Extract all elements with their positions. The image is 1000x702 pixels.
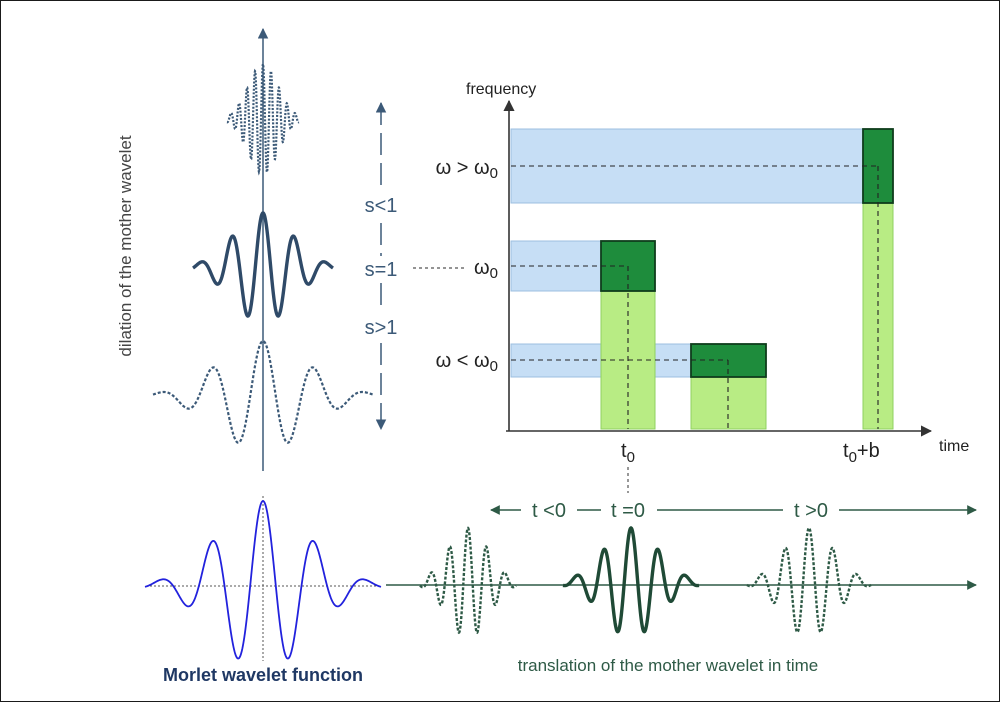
guide-lines	[511, 165, 879, 429]
scale-label-bg-3	[357, 313, 405, 339]
dilation-label: dilation of the mother wavelet	[116, 135, 135, 356]
scale-label-s-gt-1: s>1	[365, 317, 398, 339]
scale-label-bg-1	[357, 191, 405, 217]
wavelet-compressed	[226, 60, 300, 176]
wavelet-dilated	[152, 339, 374, 444]
translation-caption: translation of the mother wavelet in tim…	[518, 656, 818, 675]
wavelet-translated-left	[419, 526, 517, 635]
translation-label-bg-3	[783, 496, 839, 524]
frequency-axis-label: frequency	[466, 81, 536, 98]
omega-high-label: ω > ω0	[436, 157, 498, 182]
time-axis-label: time	[939, 438, 969, 455]
band-high-frequency	[510, 128, 867, 204]
morlet-caption: Morlet wavelet function	[163, 665, 363, 685]
omega-mid-label: ω0	[474, 257, 498, 282]
column-mid	[690, 376, 767, 430]
morlet-wavelet	[144, 500, 382, 660]
translation-label-bg-2	[601, 496, 657, 524]
omega-low-label: ω < ω0	[436, 350, 498, 375]
t0-plus-b-label: t0+b	[843, 440, 880, 466]
scale-label-s-lt-1: s<1	[365, 195, 398, 217]
wavelet-translated-right	[746, 526, 872, 634]
translation-label-negative: t <0	[532, 500, 566, 522]
translation-label-bg-1	[521, 496, 577, 524]
wavelet-mother	[192, 211, 334, 318]
t0-label: t0	[621, 440, 635, 466]
wavelet-translated-center	[562, 526, 700, 634]
translation-label-zero: t =0	[611, 500, 645, 522]
translation-label-positive: t >0	[794, 500, 828, 522]
scale-label-s-eq-1: s=1	[365, 259, 398, 281]
scale-label-bg-2	[357, 256, 405, 282]
